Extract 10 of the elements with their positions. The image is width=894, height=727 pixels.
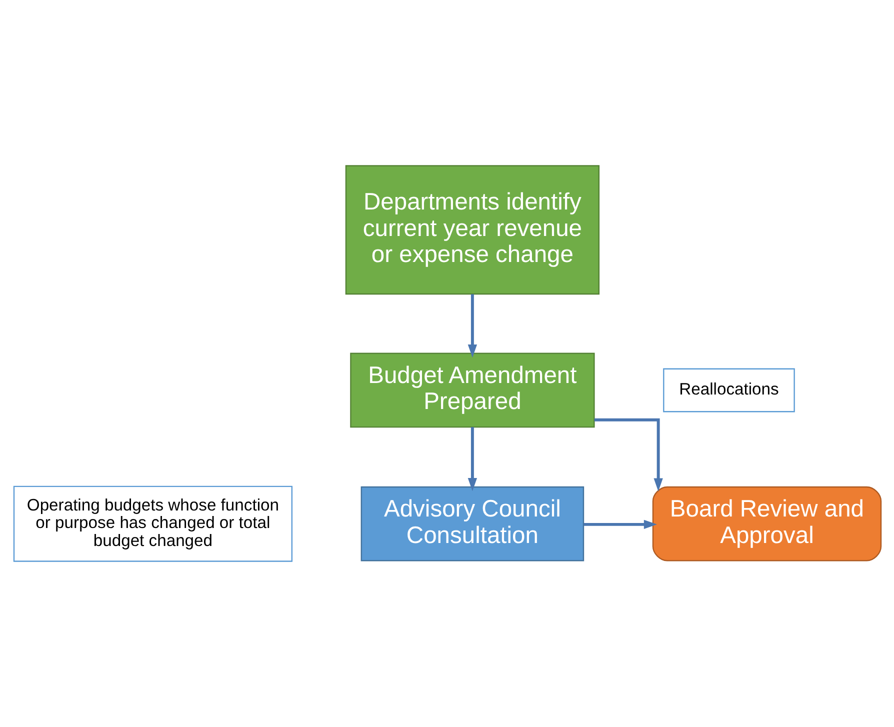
node-box: Reallocations [662,368,794,412]
arrow [467,294,477,358]
node-box: Budget Amendment Prepared [350,352,594,428]
node-box: Board Review and Approval [652,486,882,562]
arrow [583,520,657,530]
node-box: Advisory Council Consultation [360,486,584,562]
node-box: Departments identify current year revenue or expense change [344,165,600,295]
arrow [594,418,662,492]
node-box: Operating budgets whose function or purpose has changed or total budget changed [12,486,292,562]
arrow [467,427,477,492]
